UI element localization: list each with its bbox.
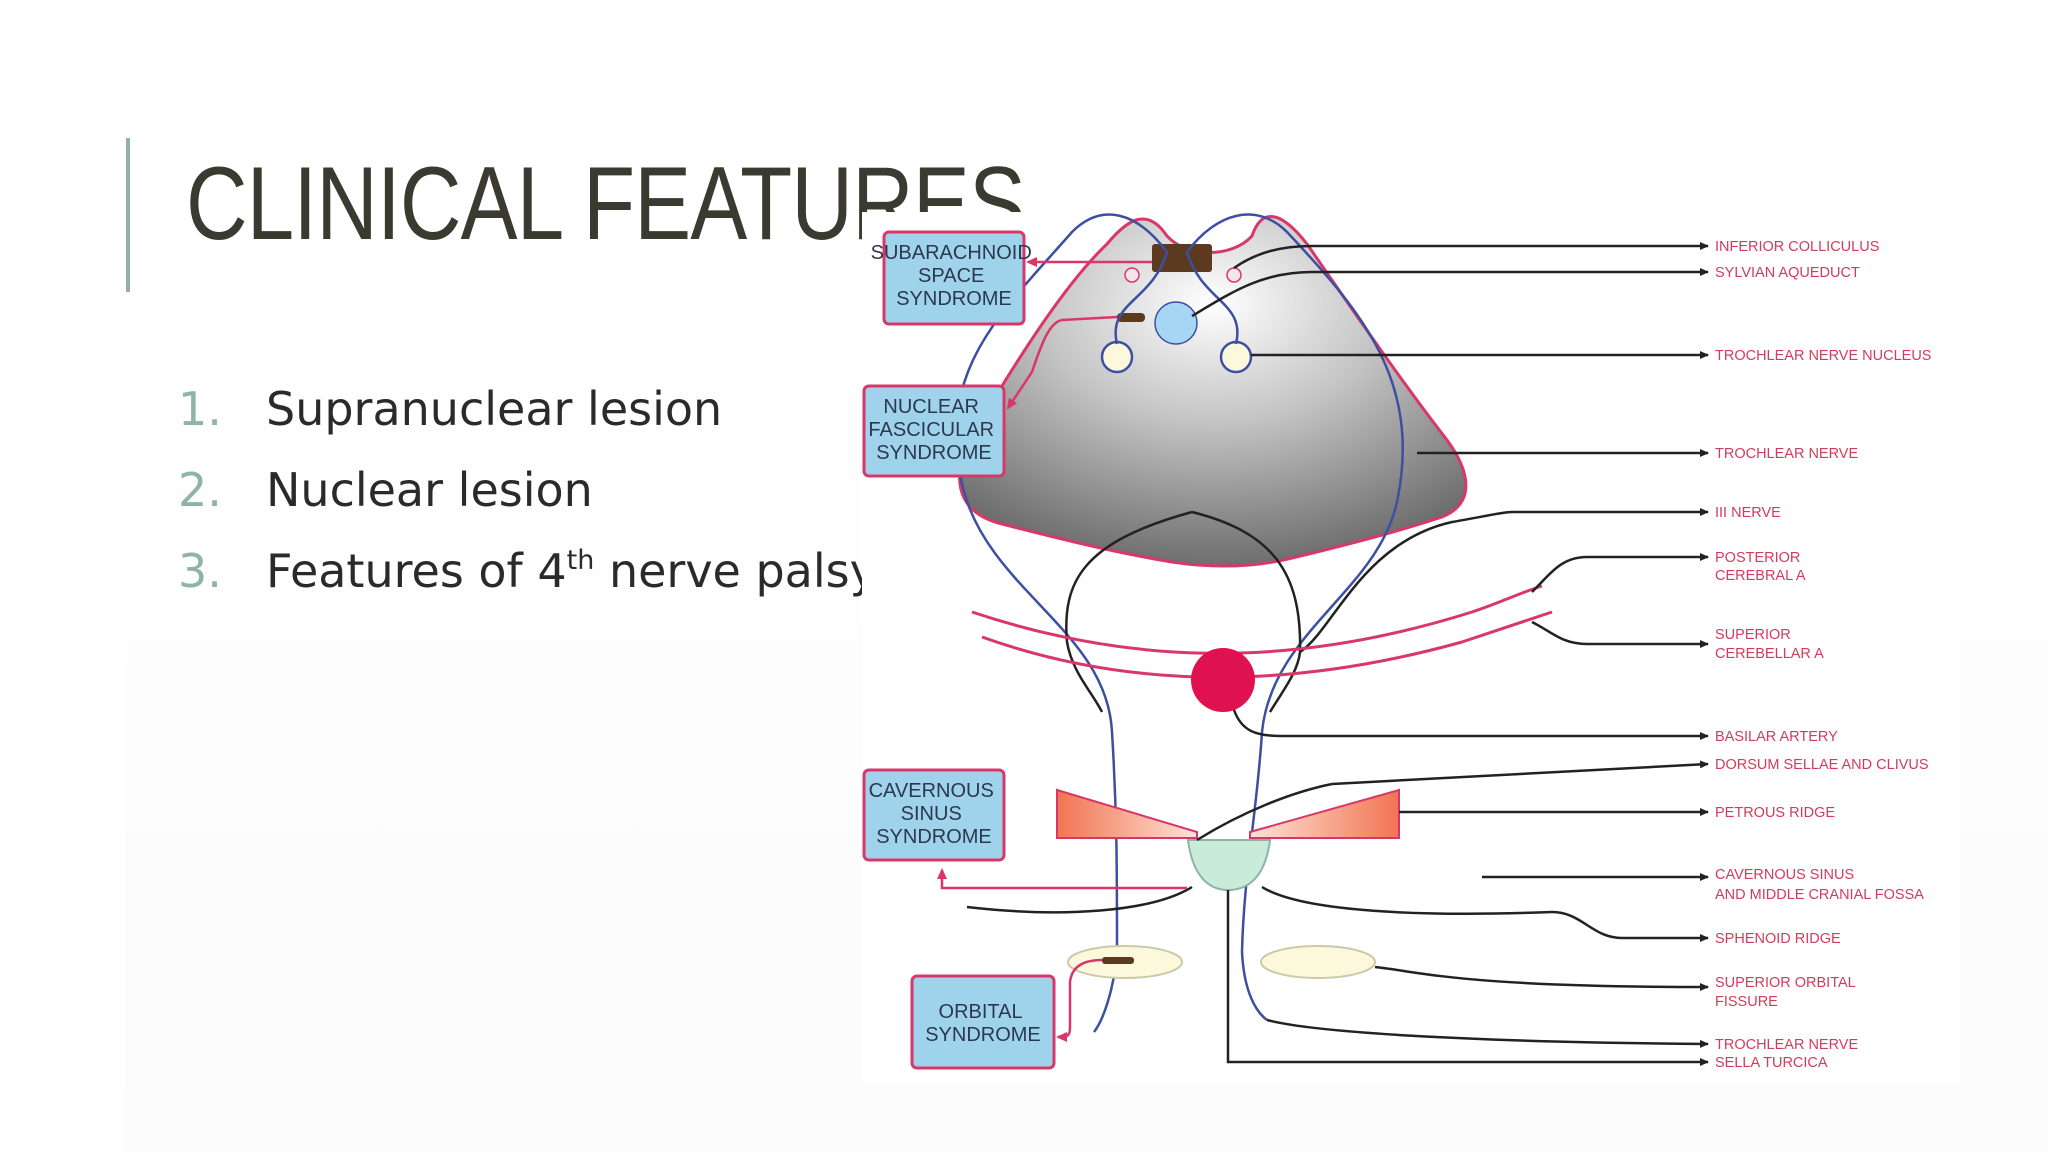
- label-line: AND MIDDLE CRANIAL FOSSA: [1715, 887, 1924, 903]
- title-accent-bar: [126, 138, 130, 292]
- petrous-ridge-left-wedge: [1056, 788, 1198, 839]
- cavernous-sinus-floor-right: [1261, 885, 1553, 915]
- label-cavernous-sinus: CAVERNOUS SINUS AND MIDDLE CRANIAL FOSSA: [1715, 867, 1924, 903]
- pointer-inferior-colliculus: [1233, 242, 1709, 270]
- pointer-superior-orbital-fissure: [1374, 965, 1709, 991]
- lesion-marker: [1117, 313, 1145, 322]
- box-label-line: FASCICULAR: [868, 419, 994, 441]
- colliculus-dot-left: [1124, 267, 1140, 283]
- list-item: 1. Supranuclear lesion: [178, 382, 877, 463]
- label-trochlear-nerve-orbit: TROCHLEAR NERVE: [1715, 1037, 1858, 1053]
- label-superior-cerebellar: SUPERIOR CEREBELLAR A: [1715, 627, 1824, 662]
- box-label-line: SYNDROME: [925, 1024, 1041, 1046]
- label-sella-turcica: SELLA TURCICA: [1715, 1055, 1828, 1071]
- basilar-artery-shape: [1191, 648, 1255, 712]
- superior-cerebellar-artery: [981, 610, 1553, 679]
- box-label-line: NUCLEAR: [883, 396, 979, 418]
- label-line: SUPERIOR ORBITAL: [1715, 975, 1856, 991]
- label-trochlear-nerve-nucleus: TROCHLEAR NERVE NUCLEUS: [1715, 348, 1931, 364]
- label-line: CEREBRAL A: [1715, 568, 1806, 584]
- sella-turcica-shape: [1186, 839, 1272, 892]
- orbital-box: ORBITAL SYNDROME: [910, 974, 1056, 1070]
- pointer-lines: [1191, 242, 1709, 1066]
- pointer-basilar-artery: [1232, 709, 1709, 740]
- label-sylvian-aqueduct: SYLVIAN AQUEDUCT: [1715, 265, 1860, 281]
- pointer-sella-turcica: [1226, 890, 1709, 1066]
- box-label-line: SYNDROME: [896, 288, 1012, 310]
- arrow-to-cavernous: [937, 868, 1187, 890]
- label-sphenoid-ridge: SPHENOID RIDGE: [1715, 931, 1841, 947]
- box-label-line: SUBARACHNOID: [871, 242, 1032, 264]
- trochlear-nerve-left: [954, 213, 1169, 1033]
- trochlear-nucleus-left: [1100, 340, 1134, 374]
- pointer-superior-cerebellar: [1531, 620, 1709, 648]
- subarachnoid-box: SUBARACHNOID SPACE SYNDROME: [871, 230, 1038, 326]
- box-label-line: SYNDROME: [876, 442, 992, 464]
- pointer-trochlear-nerve-orbit: [1266, 1018, 1709, 1048]
- list-text-part: Features of 4: [266, 544, 567, 598]
- box-label-line: SINUS: [901, 803, 962, 825]
- label-trochlear-nerve: TROCHLEAR NERVE: [1715, 446, 1858, 462]
- cavernous-sinus-floor-left: [966, 885, 1193, 914]
- trochlear-nerve-right: [1185, 213, 1405, 1022]
- arrow-to-orbital: [1056, 958, 1103, 1042]
- label-line: FISSURE: [1715, 994, 1778, 1010]
- nuclear-fascicular-box: NUCLEAR FASCICULAR SYNDROME: [862, 384, 1006, 478]
- midbrain-section: [958, 215, 1468, 568]
- label-dorsum-sellae: DORSUM SELLAE AND CLIVUS: [1715, 757, 1929, 773]
- list-text-superscript: th: [566, 545, 595, 576]
- dorsum-sellae-line: [1196, 782, 1333, 842]
- box-label-line: CAVERNOUS: [869, 780, 994, 802]
- superior-orbital-fissure-right: [1260, 945, 1376, 979]
- list-text-part: nerve palsy: [594, 544, 877, 598]
- label-petrous-ridge: PETROUS RIDGE: [1715, 805, 1835, 821]
- oculomotor-nerve-right: [1191, 510, 1302, 713]
- feature-list: 1. Supranuclear lesion 2. Nuclear lesion…: [178, 382, 877, 625]
- oculomotor-continuation: [1299, 510, 1513, 654]
- arrow-to-nuclear: [1006, 315, 1118, 410]
- list-number: 3.: [178, 544, 222, 598]
- diagram-svg: SUBARACHNOID SPACE SYNDROME NUCLEAR FASC…: [862, 213, 1931, 1071]
- petrous-ridge-right: [1249, 788, 1400, 839]
- trochlear-nucleus-right: [1219, 340, 1253, 374]
- pointer-sylvian-aqueduct: [1191, 268, 1709, 318]
- svg-text:CAVERNOUS SINUS SY: CAVERNOUS SINUS SYNDROME: [869, 780, 1000, 848]
- cavernous-sinus-box: CAVERNOUS SINUS SYNDROME: [862, 768, 1006, 862]
- box-label-line: SPACE: [918, 265, 984, 287]
- list-text: Nuclear lesion: [266, 463, 593, 517]
- pointer-dorsum-sellae: [1331, 760, 1709, 786]
- label-line: CAVERNOUS SINUS: [1715, 867, 1854, 883]
- pointer-posterior-cerebral: [1531, 553, 1709, 593]
- oculomotor-nerve-left: [1065, 510, 1193, 713]
- trochlear-nerve-diagram: SUBARACHNOID SPACE SYNDROME NUCLEAR FASC…: [862, 212, 1960, 1082]
- box-label-line: ORBITAL: [939, 1001, 1023, 1023]
- label-posterior-cerebral: POSTERIOR CEREBRAL A: [1715, 550, 1806, 584]
- sylvian-aqueduct-shape: [1154, 301, 1198, 345]
- label-basilar-artery: BASILAR ARTERY: [1715, 729, 1838, 745]
- list-text: Supranuclear lesion: [266, 382, 723, 436]
- box-label-line: SYNDROME: [876, 826, 992, 848]
- pointer-sphenoid-ridge: [1551, 910, 1709, 942]
- label-line: CEREBELLAR A: [1715, 646, 1824, 662]
- list-number: 1.: [178, 382, 222, 436]
- posterior-cerebral-artery: [971, 584, 1543, 655]
- list-item: 3. Features of 4th nerve palsy: [178, 544, 877, 625]
- list-number: 2.: [178, 463, 222, 517]
- list-item: 2. Nuclear lesion: [178, 463, 877, 544]
- label-iii-nerve: III NERVE: [1715, 505, 1781, 521]
- svg-text:SUBARACHNOID SPACE: SUBARACHNOID SPACE SYNDROME: [871, 242, 1038, 310]
- label-line: SUPERIOR: [1715, 627, 1791, 643]
- label-line: POSTERIOR: [1715, 550, 1800, 566]
- structure-labels: INFERIOR COLLICULUS SYLVIAN AQUEDUCT TRO…: [1715, 239, 1931, 1071]
- label-superior-orbital-fissure: SUPERIOR ORBITAL FISSURE: [1715, 975, 1859, 1010]
- svg-text:ORBITAL SYNDROME: ORBITAL SYNDROME: [925, 1001, 1041, 1046]
- label-inferior-colliculus: INFERIOR COLLICULUS: [1715, 239, 1879, 255]
- svg-text:NUCLEAR FASCICULAR: NUCLEAR FASCICULAR SYNDROME: [868, 396, 999, 464]
- colliculus-dot-right: [1226, 267, 1242, 283]
- orbital-lesion-marker: [1102, 957, 1134, 964]
- list-text: Features of 4th nerve palsy: [266, 544, 877, 598]
